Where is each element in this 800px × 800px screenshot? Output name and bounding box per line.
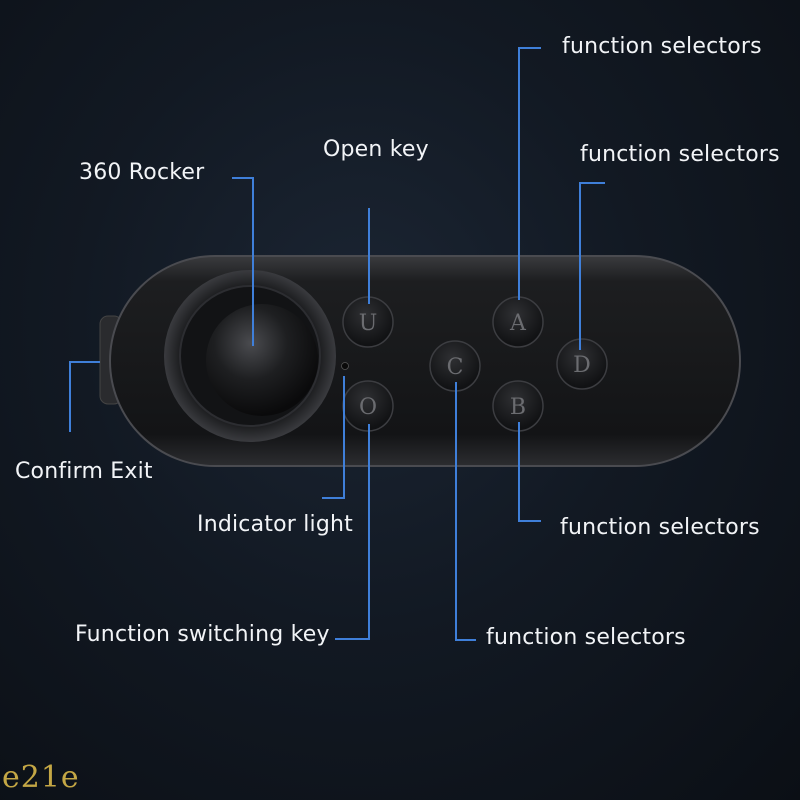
label-indicator-light: Indicator light <box>197 512 353 537</box>
label-360-rocker: 360 Rocker <box>79 160 205 185</box>
label-confirm-exit: Confirm Exit <box>15 459 153 484</box>
leader-line-func-a <box>518 47 541 300</box>
leader-line-func-d <box>579 182 605 350</box>
leader-line-func-b <box>518 422 541 522</box>
svg-text:O: O <box>359 395 377 420</box>
label-function-selectors-b: function selectors <box>560 515 760 540</box>
label-function-switching-key: Function switching key <box>75 622 330 647</box>
label-function-selectors-c: function selectors <box>486 625 686 650</box>
indicator-light <box>341 362 349 370</box>
svg-text:A: A <box>509 311 527 336</box>
leader-lines <box>69 47 605 641</box>
svg-text:B: B <box>510 395 526 420</box>
svg-text:U: U <box>359 311 378 336</box>
button-c[interactable]: C <box>429 340 481 392</box>
svg-text:C: C <box>447 355 464 380</box>
leader-line-indicator <box>322 376 345 499</box>
open-key-button[interactable]: U <box>342 296 394 348</box>
label-open-key: Open key <box>323 137 429 162</box>
button-d[interactable]: D <box>556 338 608 390</box>
leader-line-func-c <box>455 382 476 641</box>
leader-line-confirm-exit <box>69 361 100 432</box>
svg-text:D: D <box>573 353 591 378</box>
label-function-selectors-d: function selectors <box>580 142 780 167</box>
label-function-selectors-a: function selectors <box>562 34 762 59</box>
joystick-rocker[interactable] <box>164 270 336 442</box>
function-switching-key-button[interactable]: O <box>342 380 394 432</box>
button-a[interactable]: A <box>492 296 544 348</box>
watermark-text: e21e <box>2 760 80 795</box>
leader-line-rocker <box>232 177 254 346</box>
leader-line-function-switch <box>335 424 370 640</box>
